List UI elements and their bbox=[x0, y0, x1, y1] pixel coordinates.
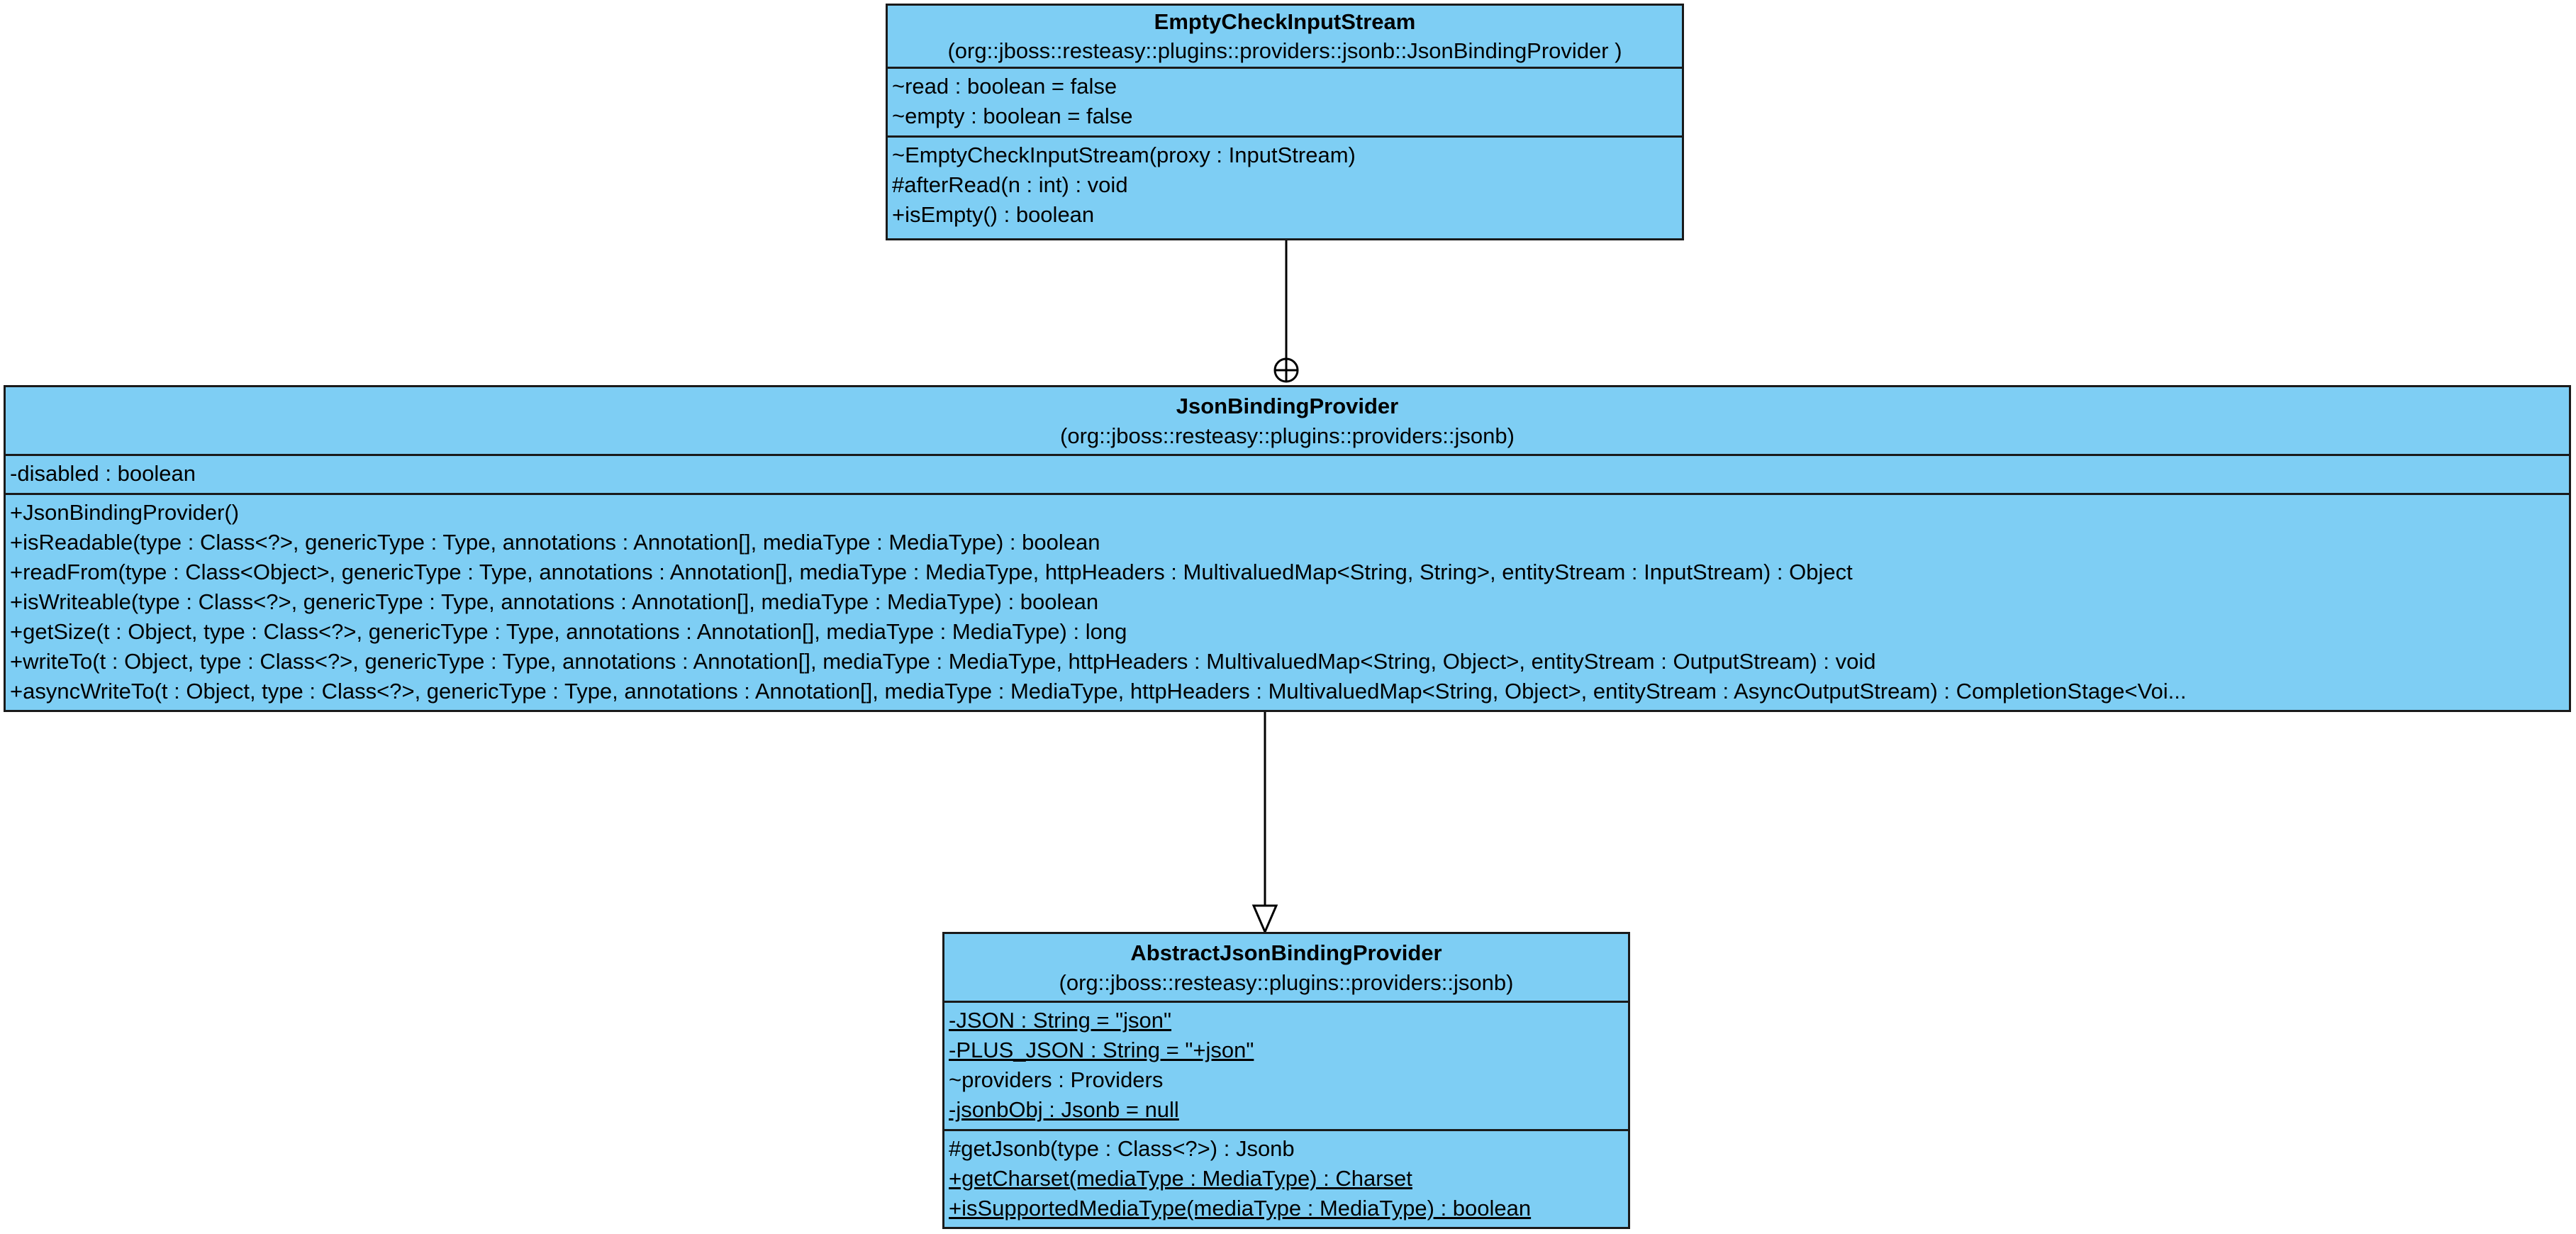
class-package: (org::jboss::resteasy::plugins::provider… bbox=[1059, 970, 1514, 995]
class-empty-check-input-stream[interactable]: EmptyCheckInputStream (org::jboss::reste… bbox=[886, 4, 1684, 240]
class-package: (org::jboss::resteasy::plugins::provider… bbox=[1060, 423, 1515, 448]
attribute-row: -PLUS_JSON : String = "+json" bbox=[949, 1038, 1254, 1062]
attribute-row: -jsonbObj : Jsonb = null bbox=[949, 1097, 1179, 1122]
operation-row: +isSupportedMediaType(mediaType : MediaT… bbox=[949, 1196, 1532, 1221]
attributes-section: -JSON : String = "json" -PLUS_JSON : Stri… bbox=[944, 1003, 1628, 1131]
operation-row: +asyncWriteTo(t : Object, type : Class<?… bbox=[10, 679, 2187, 704]
class-json-binding-provider[interactable]: JsonBindingProvider (org::jboss::resteas… bbox=[4, 385, 2571, 712]
class-header: AbstractJsonBindingProvider (org::jboss:… bbox=[944, 934, 1628, 1003]
operation-row: +readFrom(type : Class<Object>, genericT… bbox=[10, 560, 1853, 584]
attribute-row: -JSON : String = "json" bbox=[949, 1008, 1172, 1033]
attribute-row: -disabled : boolean bbox=[10, 461, 196, 486]
attributes-section: -disabled : boolean bbox=[6, 456, 2569, 495]
operation-row: #getJsonb(type : Class<?>) : Jsonb bbox=[949, 1136, 1295, 1161]
operation-row: +JsonBindingProvider() bbox=[10, 500, 240, 525]
attribute-row: ~read : boolean = false bbox=[892, 74, 1117, 99]
nesting-circle-plus-icon bbox=[1273, 357, 1299, 383]
attributes-section: ~read : boolean = false ~empty : boolean … bbox=[888, 69, 1682, 138]
class-name: JsonBindingProvider bbox=[1176, 394, 1399, 418]
generalization-connector bbox=[1251, 711, 1278, 935]
operation-row: +isWriteable(type : Class<?>, genericTyp… bbox=[10, 589, 1099, 614]
generalization-triangle-icon bbox=[1251, 904, 1278, 935]
operation-row: +isEmpty() : boolean bbox=[892, 202, 1095, 227]
class-name: EmptyCheckInputStream bbox=[1154, 9, 1416, 34]
operation-row: +isReadable(type : Class<?>, genericType… bbox=[10, 530, 1100, 555]
attribute-row: ~providers : Providers bbox=[949, 1067, 1164, 1092]
operations-section: ~EmptyCheckInputStream(proxy : InputStre… bbox=[888, 138, 1682, 234]
operation-row: +getCharset(mediaType : MediaType) : Cha… bbox=[949, 1166, 1412, 1191]
class-name: AbstractJsonBindingProvider bbox=[1130, 940, 1442, 965]
operation-row: #afterRead(n : int) : void bbox=[892, 172, 1128, 197]
attribute-row: ~empty : boolean = false bbox=[892, 104, 1133, 128]
class-header: EmptyCheckInputStream (org::jboss::reste… bbox=[888, 6, 1682, 69]
nesting-connector bbox=[1273, 239, 1299, 383]
class-header: JsonBindingProvider (org::jboss::resteas… bbox=[6, 387, 2569, 456]
operation-row: +writeTo(t : Object, type : Class<?>, ge… bbox=[10, 649, 1876, 674]
operations-section: #getJsonb(type : Class<?>) : Jsonb +getCh… bbox=[944, 1131, 1628, 1227]
class-abstract-json-binding-provider[interactable]: AbstractJsonBindingProvider (org::jboss:… bbox=[942, 932, 1630, 1229]
operations-section: +JsonBindingProvider() +isReadable(type :… bbox=[6, 495, 2569, 710]
class-package: (org::jboss::resteasy::plugins::provider… bbox=[947, 38, 1622, 63]
operation-row: ~EmptyCheckInputStream(proxy : InputStre… bbox=[892, 143, 1356, 167]
operation-row: +getSize(t : Object, type : Class<?>, ge… bbox=[10, 619, 1127, 644]
